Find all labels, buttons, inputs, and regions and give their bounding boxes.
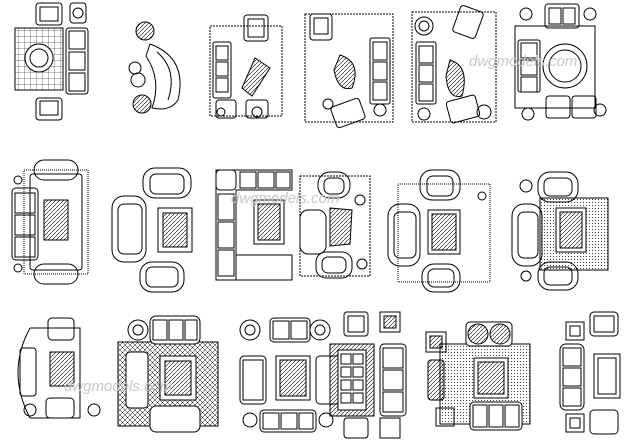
set-r1-5 xyxy=(411,5,497,124)
set-r3-4 xyxy=(329,311,407,439)
set-r2-6 xyxy=(511,171,609,291)
set-r2-1 xyxy=(11,159,89,285)
watermark-text: dwgmodels.com xyxy=(231,190,339,207)
set-r2-5 xyxy=(387,169,491,293)
set-r3-5 xyxy=(425,321,531,431)
watermark-text: dwgmodels.com xyxy=(469,53,577,70)
set-r2-4 xyxy=(299,171,371,279)
watermark-text: dwgmodels.com xyxy=(64,378,172,395)
set-r3-3 xyxy=(239,317,343,433)
set-r1-3 xyxy=(209,14,283,119)
set-r1-2 xyxy=(128,21,181,114)
set-r3-6 xyxy=(559,311,621,435)
set-r2-3 xyxy=(215,169,293,281)
set-r1-1 xyxy=(14,2,89,121)
set-r1-4 xyxy=(304,13,394,129)
set-r3-1 xyxy=(17,317,101,419)
set-r2-2 xyxy=(111,167,193,293)
set-r3-2 xyxy=(117,315,219,433)
set-r1-6 xyxy=(514,3,607,121)
